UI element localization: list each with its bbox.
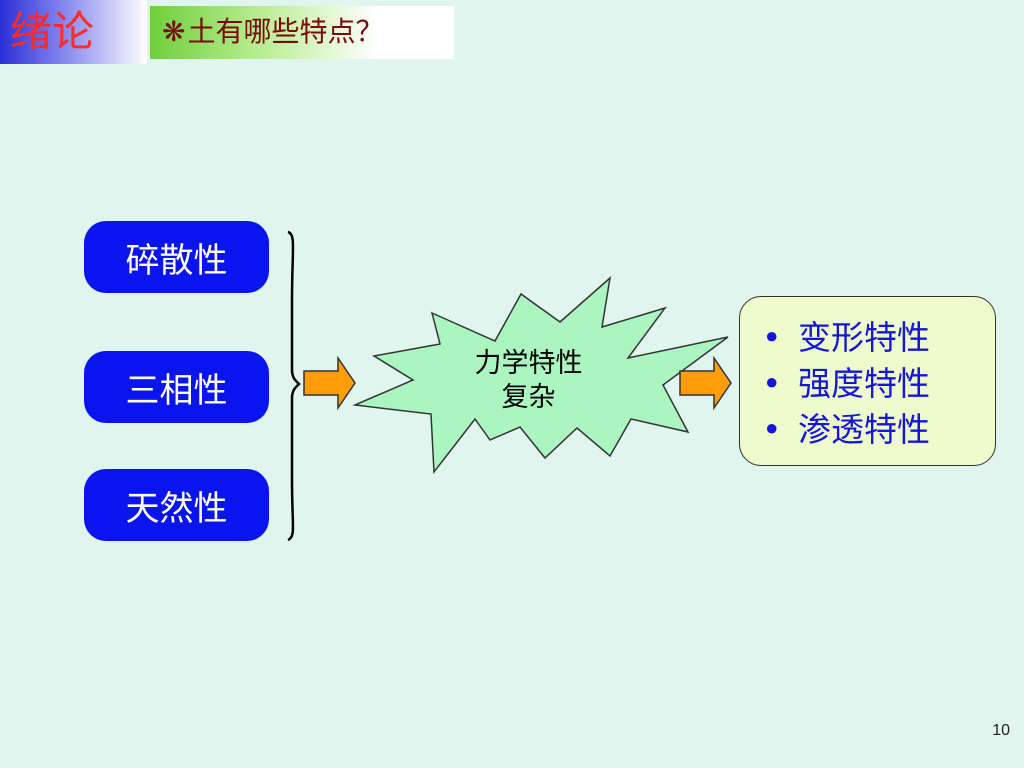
result-item-label: 渗透特性 [798, 410, 930, 449]
center-label-line1: 力学特性 [474, 348, 583, 379]
property-pill-natural: 天然性 [84, 469, 269, 541]
property-pill-three-phase: 三相性 [84, 351, 269, 423]
arrow-right-icon [679, 355, 732, 411]
subtitle-banner: ❋土有哪些特点？ [150, 6, 454, 59]
snowflake-icon: ❋ [162, 15, 186, 48]
bullet-icon: • [762, 318, 782, 357]
page-number: 10 [992, 722, 1010, 739]
slide-title: 绪论 [10, 7, 95, 56]
property-pill-fragmented: 碎散性 [84, 221, 269, 293]
bullet-icon: • [762, 364, 782, 403]
right-brace [287, 230, 301, 542]
result-item-strength: • 强度特性 [762, 361, 930, 407]
center-label: 力学特性 复杂 [456, 347, 601, 415]
subtitle-text: ❋土有哪些特点？ [162, 14, 383, 50]
bullet-icon: • [762, 410, 782, 449]
result-item-label: 变形特性 [798, 318, 930, 357]
results-list: • 变形特性 • 强度特性 • 渗透特性 [762, 315, 930, 453]
arrow-left-icon [303, 355, 356, 411]
center-label-line2: 复杂 [501, 382, 556, 413]
results-box: • 变形特性 • 强度特性 • 渗透特性 [739, 296, 996, 466]
result-item-label: 强度特性 [798, 364, 930, 403]
result-item-permeability: • 渗透特性 [762, 407, 930, 453]
result-item-deformation: • 变形特性 [762, 315, 930, 361]
starburst-shape [352, 276, 729, 475]
subtitle-question: 土有哪些特点？ [187, 15, 384, 48]
title-banner: 绪论 [0, 0, 147, 64]
